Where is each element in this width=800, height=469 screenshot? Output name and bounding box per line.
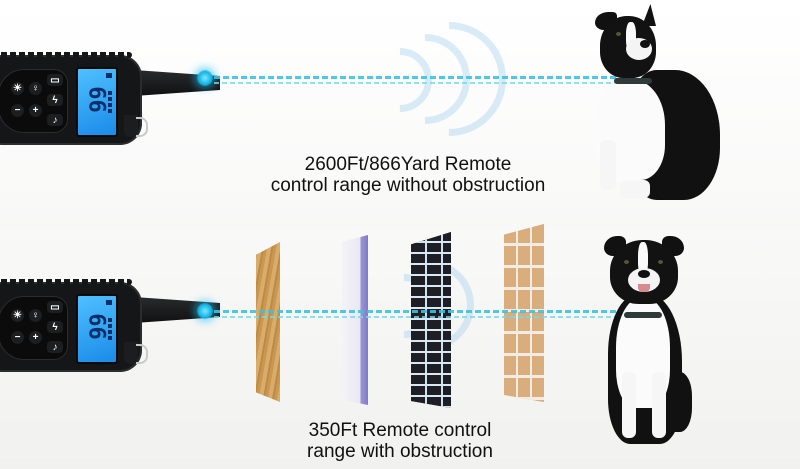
dog-eye — [616, 32, 621, 36]
lcd-level-value: 66 — [83, 313, 109, 340]
bottom-panel: ☀ ♀ − + ▭ ϟ ♪ 66 — [0, 224, 800, 469]
channel-icon — [106, 73, 112, 78]
signal-beam-secondary — [214, 316, 634, 318]
caption-line-2: control range without obstruction — [270, 175, 546, 196]
dog-front-leg-right — [652, 372, 666, 438]
vibrate-button[interactable]: ♪ — [47, 341, 63, 353]
emitter-glow-icon — [197, 70, 213, 86]
top-panel: ☀ ♀ − + ▭ ϟ ♪ 66 — [0, 0, 800, 230]
shock-button[interactable]: ϟ — [47, 94, 63, 106]
vibrate-button[interactable]: ♪ — [47, 114, 63, 126]
remote-keypad: ☀ ♀ − + ▭ ϟ ♪ — [0, 69, 68, 133]
remote-body: ☀ ♀ − + ▭ ϟ ♪ 66 — [0, 52, 142, 145]
tile-wall-obstruction — [504, 224, 544, 402]
shock-button[interactable]: ϟ — [47, 321, 63, 333]
lcd-level-value: 66 — [83, 86, 109, 113]
dog-collar — [614, 78, 652, 84]
dog-tongue — [638, 284, 650, 292]
lcd-display: 66 — [76, 67, 118, 137]
decrease-button[interactable]: − — [11, 104, 24, 117]
glass-panel-obstruction — [342, 235, 368, 405]
dog-face-blaze — [638, 242, 648, 276]
mode-button[interactable]: ▭ — [47, 301, 63, 313]
dog-paw — [620, 180, 650, 198]
lcd-display: 66 — [76, 294, 118, 364]
beep-button[interactable]: ♀ — [29, 309, 42, 322]
dog-front-leg — [600, 140, 616, 190]
increase-button[interactable]: + — [29, 331, 42, 344]
increase-button[interactable]: + — [29, 104, 42, 117]
signal-beam — [214, 310, 634, 313]
light-button[interactable]: ☀ — [11, 309, 24, 322]
channel-icon — [106, 300, 112, 305]
signal-beam-secondary — [214, 82, 634, 84]
lanyard-clip — [136, 117, 148, 137]
brick-wall-obstruction — [411, 232, 451, 408]
remote-keypad: ☀ ♀ − + ▭ ϟ ♪ — [0, 296, 68, 360]
decrease-button[interactable]: − — [11, 331, 24, 344]
dog-eye-right — [658, 260, 663, 264]
mode-button[interactable]: ▭ — [47, 74, 63, 86]
wood-board-obstruction — [256, 242, 280, 402]
range-caption-unobstructed: 2600Ft/866Yard Remote control range with… — [228, 154, 588, 196]
remote-grip-nub — [124, 115, 138, 137]
dog-front-leg-left — [622, 372, 636, 438]
dog-nose — [638, 270, 650, 278]
dog-eye-left — [624, 260, 629, 264]
caption-line-2: range with obstruction — [307, 441, 493, 462]
emitter-glow-icon — [197, 303, 213, 319]
beep-button[interactable]: ♀ — [29, 82, 42, 95]
signal-beam — [214, 76, 634, 79]
dog-collar — [624, 312, 662, 318]
remote-grip-nub — [124, 342, 138, 364]
caption-line-1: 2600Ft/866Yard Remote — [304, 154, 512, 175]
range-caption-obstructed: 350Ft Remote control range with obstruct… — [230, 420, 570, 462]
lanyard-clip — [136, 344, 148, 364]
light-button[interactable]: ☀ — [11, 82, 24, 95]
battery-bars-icon — [108, 91, 112, 115]
wifi-signal-wave — [368, 0, 530, 160]
dog-nose — [640, 40, 650, 48]
remote-body: ☀ ♀ − + ▭ ϟ ♪ 66 — [0, 279, 142, 372]
battery-bars-icon — [108, 318, 112, 342]
dog-face-blaze — [626, 22, 636, 52]
caption-line-1: 350Ft Remote control — [308, 420, 492, 441]
